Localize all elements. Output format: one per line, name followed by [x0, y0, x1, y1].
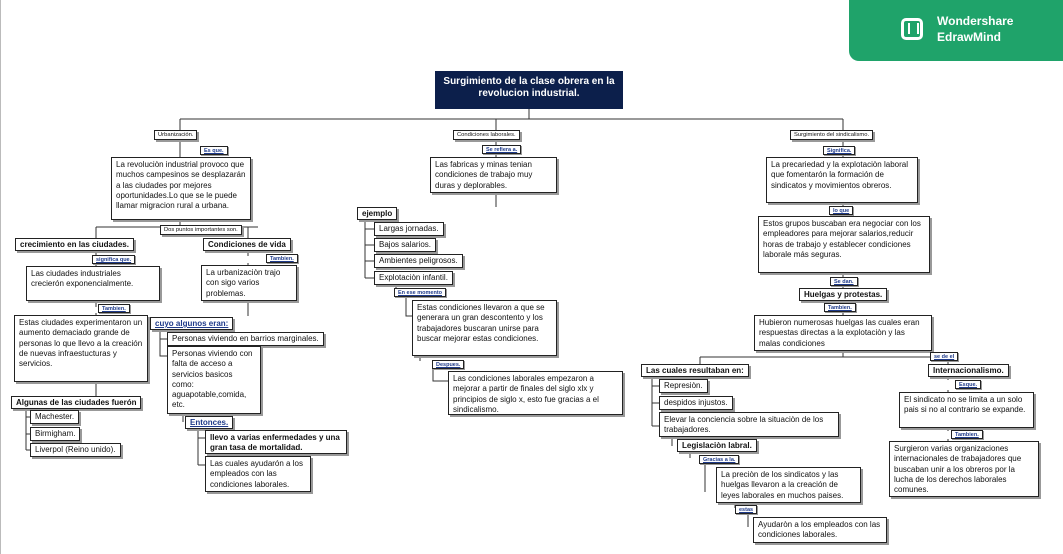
lab-line	[364, 142, 497, 279]
workers-helped-item[interactable]: Las cuales ayudarón a los empleados con …	[205, 456, 311, 492]
internationalism-topic[interactable]: Internacionalismo.	[928, 364, 1009, 377]
working-conditions-description[interactable]: Las fabricas y minas tenian condiciones …	[430, 157, 557, 193]
strikes-topic[interactable]: Huelgas y protestas.	[799, 288, 888, 301]
connector-estas: estas	[735, 505, 758, 514]
labor-legislation-topic[interactable]: Legislaciòn labral.	[677, 439, 757, 452]
brand-line-1: Wondershare	[937, 14, 1014, 28]
migration-description[interactable]: La revoluciòn industrial provoco que muc…	[111, 157, 251, 220]
lack-of-services-item[interactable]: Personas viviendo con falta de acceso a …	[167, 346, 261, 414]
sindicalismo-branch[interactable]: Surgimiento del sindicalismo.	[790, 130, 874, 140]
condition-item[interactable]: Largas jornadas.	[374, 222, 444, 237]
union-pressure-description[interactable]: La preciòn de los sindicatos y las huelg…	[716, 467, 861, 503]
city-growth-detail[interactable]: Estas ciudades experimentaron un aumento…	[14, 315, 148, 382]
city-growth-topic[interactable]: crecimiento en las ciudades.	[15, 238, 134, 251]
connector-despues: Despues.	[432, 360, 465, 369]
connector-tambien-3: Tambien.	[824, 303, 856, 312]
connector-tambien-1: Tambien.	[98, 304, 130, 313]
brand-logo[interactable]: Wondershare EdrawMind	[849, 0, 1063, 61]
city-item[interactable]: Liverpol (Reino unido).	[30, 443, 121, 458]
connector-esque: Esque.	[955, 380, 982, 389]
connector-tambien-2: Tambien.	[266, 254, 298, 263]
key-points-label[interactable]: Dos puntos importantes son.	[160, 225, 242, 235]
connector-significa: Significa.	[823, 146, 856, 155]
result-item[interactable]: Elevar la conciencia sobre la situaciòn …	[659, 412, 839, 437]
unions-goals-description[interactable]: Estos grupos buscaban era negociar con l…	[758, 216, 930, 273]
living-conditions-topic[interactable]: Condiciones de vida	[203, 238, 291, 251]
connector-lo-que: lo que	[829, 206, 854, 215]
city-item[interactable]: Birmigham.	[30, 427, 81, 442]
connector-es-que: Es que.	[200, 146, 228, 155]
connector-tambien-4: Tambien.	[951, 430, 983, 439]
urbanizacion-branch[interactable]: Urbanización.	[154, 130, 198, 140]
city-item[interactable]: Machester.	[30, 410, 80, 425]
laborales-branch[interactable]: Condiciones laborales.	[453, 130, 520, 140]
international-orgs-description[interactable]: Surgieron varias organizaciones internac…	[889, 441, 1039, 497]
result-item[interactable]: despidos injustos.	[659, 396, 733, 411]
condition-item[interactable]: Explotaciòn infantil.	[374, 271, 453, 286]
examples-topic[interactable]: cuyo algunos eran:	[150, 317, 234, 330]
connector-se-de-el: se de el	[930, 352, 959, 361]
slums-item[interactable]: Personas viviendo en barrios marginales.	[167, 332, 324, 347]
internationalism-description[interactable]: El sindicato no se limita a un solo pais…	[899, 392, 1034, 428]
connector-se-dan: Se dan.	[830, 277, 858, 286]
page-title: Surgimiento de la clase obrera en la rev…	[435, 71, 623, 109]
living-conditions-description[interactable]: La urbanizaciòn trajo con sigo varios pr…	[201, 265, 297, 301]
result-item[interactable]: Represiòn.	[659, 379, 708, 394]
example-topic[interactable]: ejemplo	[357, 207, 398, 220]
results-topic[interactable]: Las cuales resultaban en:	[641, 364, 749, 377]
connector-en-ese-momento: En ese momento	[394, 288, 447, 297]
improvement-description[interactable]: Las condiciones laborales empezaron a me…	[448, 371, 623, 415]
condition-item[interactable]: Ambientes peligrosos.	[374, 254, 463, 269]
strikes-description[interactable]: Hubieron numerosas huelgas las cuales er…	[754, 315, 932, 351]
cities-topic[interactable]: Algunas de las ciudades fuerón	[11, 396, 142, 409]
laws-helped-description[interactable]: Ayudaròn a los empleados con las condici…	[753, 517, 887, 543]
connector-gracias-a-la: Gracias a la.	[699, 455, 740, 464]
city-growth-description[interactable]: Las ciudades industriales crecierón expo…	[26, 266, 160, 301]
cities-line	[25, 408, 31, 451]
consequences-topic[interactable]: Entonces.	[185, 416, 234, 429]
brand-line-2: EdrawMind	[937, 30, 1002, 44]
connector-se-refiera: Se refiera a.	[482, 145, 522, 154]
condition-item[interactable]: Bajos salarios.	[374, 238, 437, 253]
disease-mortality-item[interactable]: llevo a varias enfermedades y una gran t…	[205, 430, 347, 454]
exploitation-description[interactable]: La precariedad y la explotaciòn laboral …	[766, 157, 918, 203]
connector-significa-que: significa que.	[92, 255, 136, 264]
discontent-description[interactable]: Estas condiciones llevaron a que se gene…	[412, 300, 557, 356]
edrawmind-logo-icon	[901, 18, 923, 40]
trunk-line	[179, 108, 844, 130]
